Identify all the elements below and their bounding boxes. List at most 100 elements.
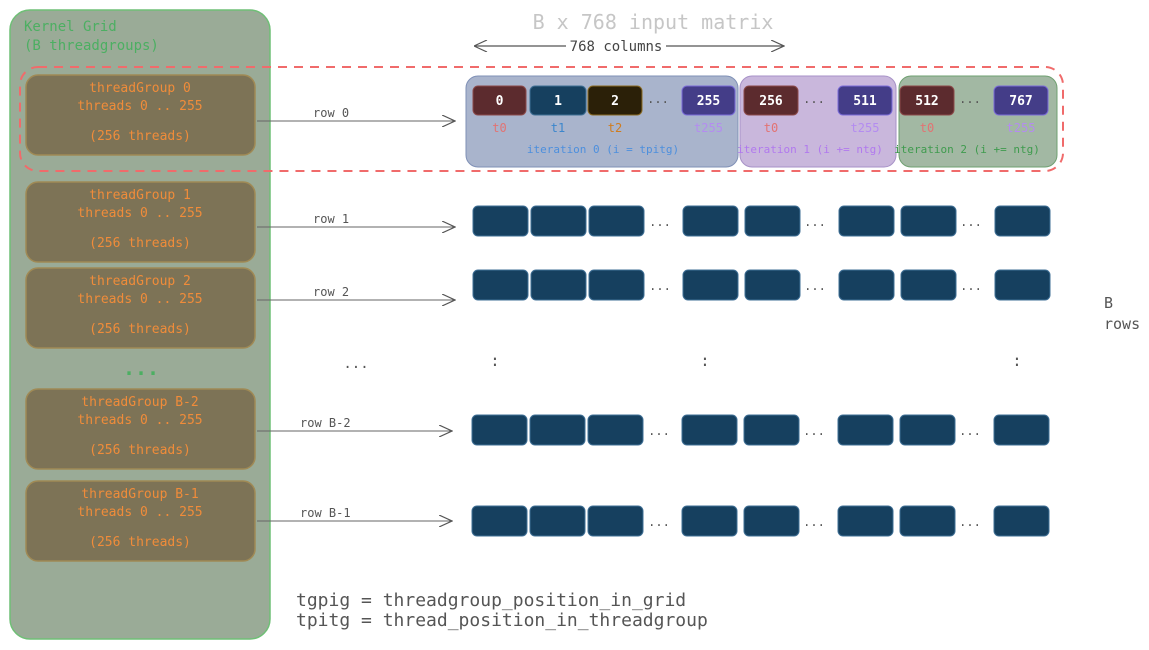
threadgroup-ellipsis: ... (123, 356, 159, 380)
threadgroup-threads: threads 0 .. 255 (77, 292, 202, 307)
cell-thread-label: t0 (920, 121, 934, 135)
threadgroup-threads: threads 0 .. 255 (77, 99, 202, 114)
matrix-cell (837, 505, 894, 537)
threadgroup-name: threadGroup 2 (89, 274, 191, 289)
column-ellipsis: ... (959, 92, 981, 106)
threadgroup-box-bg (25, 74, 256, 156)
column-ellipsis: ... (649, 215, 671, 229)
threadgroup-threads: threads 0 .. 255 (77, 413, 202, 428)
matrix-cell (837, 414, 894, 446)
matrix-cell (682, 269, 739, 301)
column-ellipsis: ... (959, 424, 981, 438)
matrix-cell (587, 414, 644, 446)
cell-index: 255 (697, 94, 720, 109)
row-label: row B-1 (300, 506, 351, 520)
iteration-0-label: iteration 0 (i = tpitg) (527, 143, 679, 156)
row-label: row 1 (313, 212, 349, 226)
matrix-cell-bg (681, 85, 736, 116)
legend-tgpig: tgpig = threadgroup_position_in_grid (296, 590, 686, 611)
cell-thread-label: t2 (608, 121, 622, 135)
column-ellipsis: ... (959, 515, 981, 529)
matrix-cell: 512 (899, 85, 955, 116)
matrix-cell (530, 205, 587, 237)
threadgroup-box-bg (25, 267, 256, 349)
cell-index: 767 (1009, 94, 1032, 109)
cell-index: 2 (611, 94, 619, 109)
matrix-cell (899, 505, 956, 537)
column-ellipsis: ... (648, 424, 670, 438)
row0-highlight (19, 66, 1064, 172)
column-ellipsis: ... (803, 515, 825, 529)
matrix-cell-bg (899, 85, 955, 116)
rows-label-rows: rows (1104, 315, 1140, 333)
cell-thread-label: t0 (764, 121, 778, 135)
matrix-cell-bg (587, 85, 643, 116)
matrix-cell (472, 205, 529, 237)
matrix-cell (681, 505, 738, 537)
threadgroup-box-bg (25, 181, 256, 263)
matrix-cell: 1 (529, 85, 587, 116)
matrix-cell (994, 269, 1051, 301)
threadgroup-box-bg (25, 480, 256, 562)
column-ellipsis: ... (648, 515, 670, 529)
vertical-dots: : (490, 351, 500, 370)
threadgroup-threads: threads 0 .. 255 (77, 206, 202, 221)
matrix-cell-bg (837, 85, 893, 116)
cell-index: 511 (853, 94, 877, 109)
matrix-cell (529, 414, 586, 446)
matrix-cell: 255 (681, 85, 736, 116)
matrix-cell (530, 269, 587, 301)
matrix-cell (900, 269, 957, 301)
kernel-grid-subtitle: (B threadgroups) (24, 38, 159, 54)
cell-index: 1 (554, 94, 562, 109)
matrix-cell (471, 414, 528, 446)
matrix-cell (743, 414, 800, 446)
column-ellipsis: ... (960, 215, 982, 229)
cell-thread-label: t255 (1007, 121, 1036, 135)
matrix-cell (993, 505, 1050, 537)
matrix-cell (588, 269, 645, 301)
rows-label-b: B (1104, 294, 1113, 312)
kernel-grid-title: Kernel Grid (24, 19, 117, 35)
column-ellipsis: ... (647, 92, 669, 106)
column-ellipsis: ... (804, 215, 826, 229)
threadgroup-count: (256 threads) (89, 535, 191, 550)
columns-label: 768 columns (570, 39, 663, 55)
matrix-cell (899, 414, 956, 446)
matrix-cell-bg (529, 85, 587, 116)
row-label: row B-2 (300, 416, 351, 430)
cell-thread-label: t0 (492, 121, 506, 135)
cell-index: 256 (759, 94, 783, 109)
matrix-cell: 767 (993, 85, 1049, 116)
matrix-cell (838, 269, 895, 301)
row0-cells: 0t01t12t2255t255256t0511t255512t0767t255… (472, 85, 1049, 135)
iteration-1-label: iteration 1 (i += ntg) (737, 143, 883, 156)
vertical-dots: : (700, 351, 710, 370)
matrix-cell (744, 269, 801, 301)
matrix-cell-bg (993, 85, 1049, 116)
matrix-cell (682, 205, 739, 237)
matrix-rows: .................................... (471, 205, 1051, 537)
matrix-cell (471, 505, 528, 537)
threadgroup-name: threadGroup 1 (89, 188, 191, 203)
matrix-cell (472, 269, 529, 301)
matrix-cell: 0 (472, 85, 527, 116)
column-ellipsis: ... (803, 92, 825, 106)
matrix-cell (900, 205, 957, 237)
matrix-cell (588, 205, 645, 237)
column-ellipsis: ... (804, 279, 826, 293)
cell-thread-label: t1 (551, 121, 565, 135)
matrix-cell: 256 (743, 85, 799, 116)
matrix-cell: 2 (587, 85, 643, 116)
matrix-cell (587, 505, 644, 537)
threadgroup-threads: threads 0 .. 255 (77, 505, 202, 520)
column-ellipsis: ... (649, 279, 671, 293)
matrix-cell: 511 (837, 85, 893, 116)
